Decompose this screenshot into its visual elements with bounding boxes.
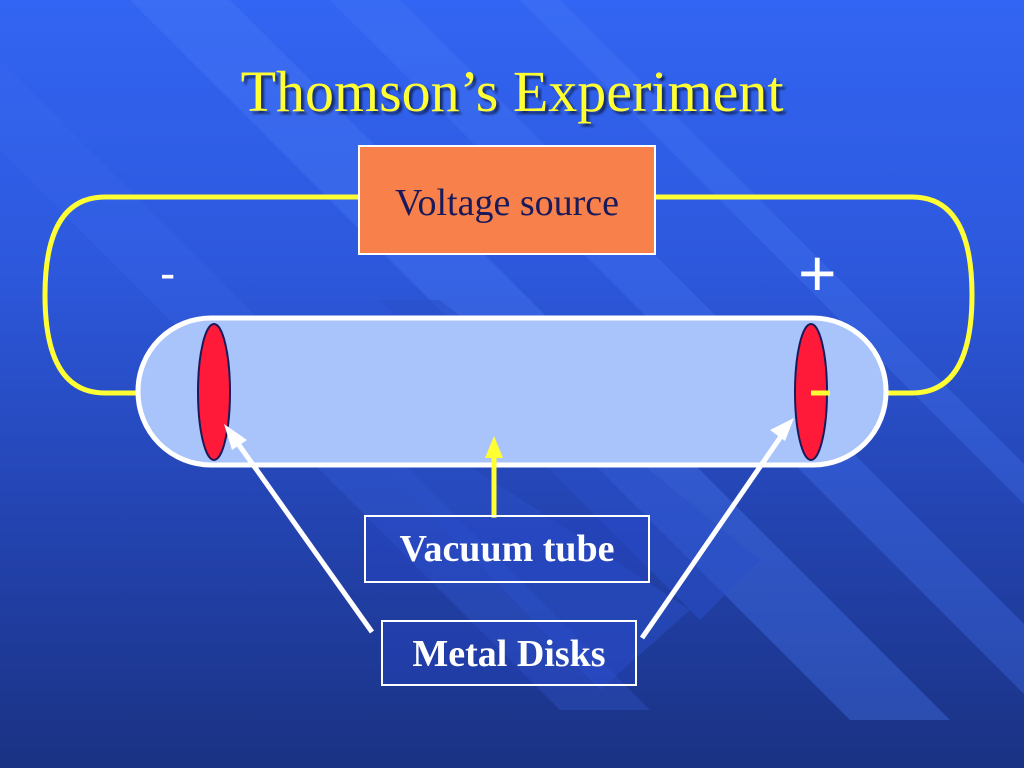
right-wire — [656, 194, 975, 396]
left-disk-arrow-shaft — [231, 436, 375, 634]
vacuum-tube-label: Vacuum tube — [364, 515, 650, 583]
vacuum-tube — [135, 315, 889, 468]
tube-arrow-head — [485, 436, 503, 458]
slide-title: Thomson’s Experiment — [240, 59, 784, 124]
right-disk-arrow-head — [770, 418, 794, 441]
left-metal-disk — [197, 323, 231, 461]
right-disk-arrow-shaft — [639, 430, 787, 640]
negative-terminal-sign: - — [160, 247, 176, 299]
left-disk-arrow-head — [224, 424, 247, 450]
metal-disks-label: Metal Disks — [381, 620, 637, 686]
voltage-source-box: Voltage source — [358, 145, 656, 255]
positive-terminal-sign: + — [798, 236, 837, 310]
left-wire — [42, 194, 360, 396]
